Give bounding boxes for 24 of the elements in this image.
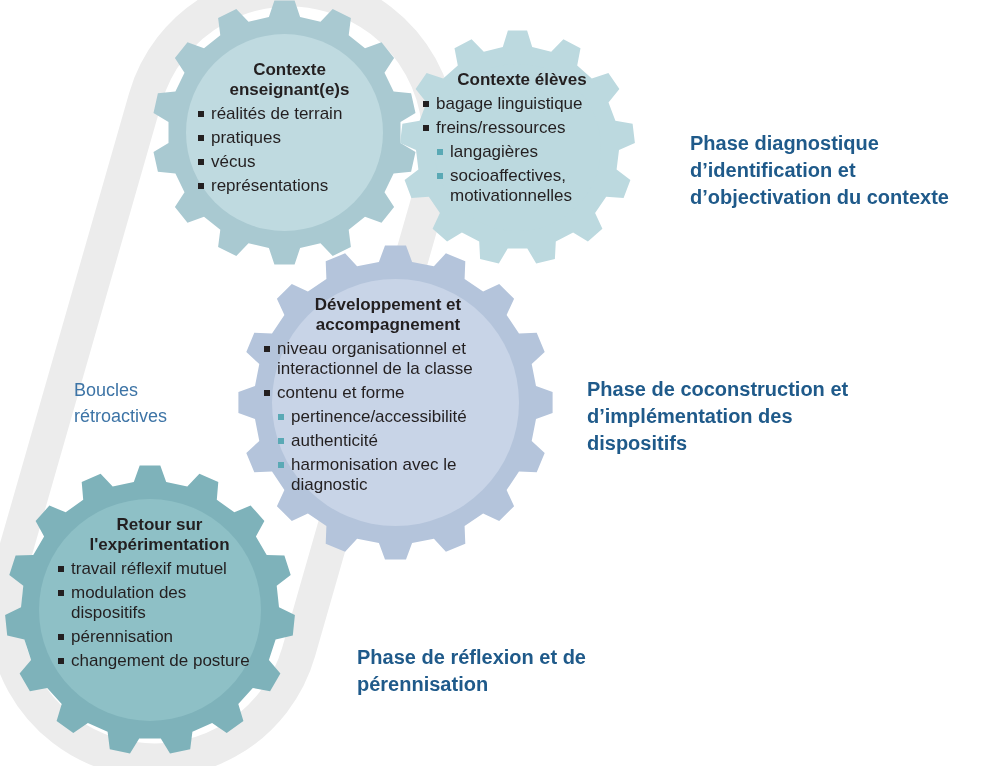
bullet-item: vécus — [197, 152, 382, 172]
sub-bullet-item: harmonisation avec le diagnostic — [263, 455, 513, 495]
gear — [400, 30, 635, 265]
phase-label: Phase diagnostique d’identification et d’objectivation du contexte — [690, 131, 950, 210]
gear-heading: Développement et accompagnement — [313, 295, 463, 335]
sub-bullet-item: langagières — [422, 142, 622, 162]
sub-bullet-item: authenticité — [263, 431, 513, 451]
bullet-item: réalités de terrain — [197, 104, 382, 124]
bullet-item: bagage linguistique — [422, 94, 622, 114]
bullet-item: pérennisation — [57, 627, 262, 647]
bullet-item: pratiques — [197, 128, 382, 148]
gear-heading: Contexte élèves — [456, 70, 588, 90]
gear — [152, 0, 417, 265]
sub-bullet-item: socioaffectives, motivationnelles — [422, 166, 622, 206]
bullet-item: changement de posture — [57, 651, 262, 671]
bullet-item: représentations — [197, 176, 382, 196]
phase-label: Phase de réflexion et de pérennisation — [357, 645, 587, 697]
sub-bullet-item: pertinence/accessibilité — [263, 407, 513, 427]
bullet-item: travail réflexif mutuel — [57, 559, 262, 579]
bullet-item: freins/ressources — [422, 118, 622, 138]
gear — [238, 245, 553, 560]
phase-label: Phase de coconstruction et d’implémentation des dispositifs — [587, 377, 850, 456]
bullet-item: contenu et forme — [263, 383, 513, 403]
loop-label: Boucles rétroactives — [74, 379, 169, 428]
